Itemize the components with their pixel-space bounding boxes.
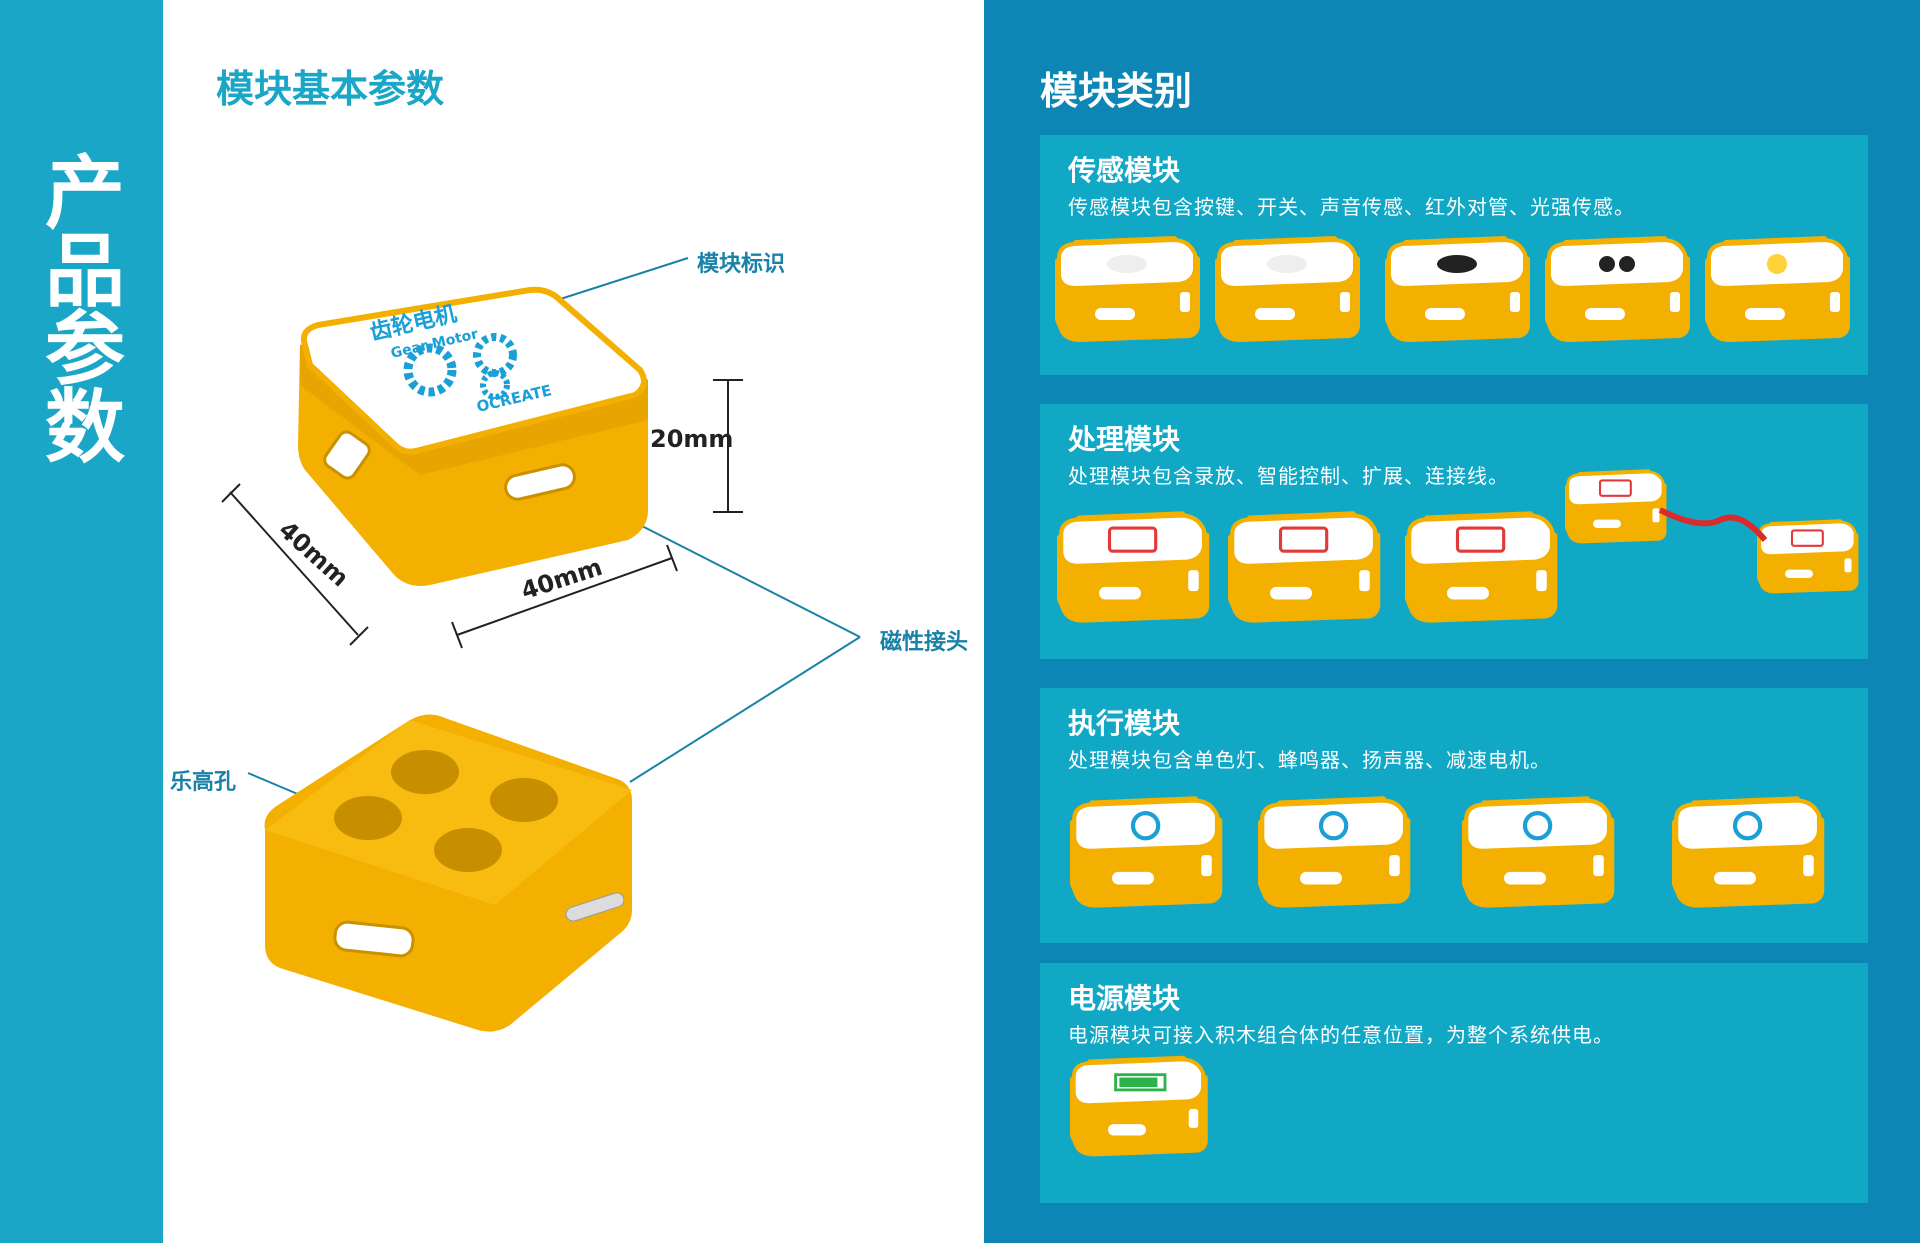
module-thumbnail (1462, 796, 1615, 908)
module-thumbnail (1545, 236, 1690, 342)
section-title: 传感模块 (1068, 154, 1181, 187)
module-thumbnail (1705, 236, 1850, 342)
module-thumbnail (1405, 511, 1558, 623)
module-thumbnail (1070, 796, 1223, 908)
section-description: 处理模块包含单色灯、蜂鸣器、扬声器、减速电机。 (1068, 748, 1551, 772)
categories-heading: 模块类别 (1040, 69, 1193, 113)
module-bottom-view (264, 714, 632, 1032)
shaft (565, 892, 625, 922)
gear-icon (480, 370, 510, 400)
label-magnetic-connector: 磁性接头 (880, 630, 969, 655)
module-thumbnail (1757, 519, 1859, 594)
section-description: 处理模块包含录放、智能控制、扩展、连接线。 (1068, 464, 1509, 488)
connector-slot (504, 463, 576, 501)
module-top-view: 齿轮电机 Gear Motor OCREATE (298, 286, 648, 586)
parameters-heading: 模块基本参数 (216, 67, 445, 111)
module-thumbnail (1057, 511, 1210, 623)
section-title: 电源模块 (1068, 982, 1181, 1015)
label-lego-hole: 乐高孔 (170, 770, 237, 795)
dimension-lines (221, 379, 743, 649)
dimension-height: 20mm (650, 425, 734, 453)
module-thumbnail (1385, 236, 1530, 342)
connector-cable (1658, 507, 1768, 542)
section-description: 电源模块可接入积木组合体的任意位置，为整个系统供电。 (1068, 1023, 1614, 1047)
lego-hole (334, 796, 402, 840)
parameters-panel (163, 0, 984, 1243)
module-thumbnail (1565, 469, 1667, 544)
lego-hole (490, 778, 558, 822)
side-title: 产品参数 (45, 147, 125, 474)
module-thumbnail (1672, 796, 1825, 908)
module-thumbnail (1055, 236, 1200, 342)
module-thumbnail (1215, 236, 1360, 342)
callout-line-lego (247, 772, 301, 796)
module-face (300, 286, 647, 455)
section-description: 传感模块包含按键、开关、声音传感、红外对管、光强传感。 (1068, 195, 1635, 219)
callout-line-magnet-2 (629, 636, 861, 783)
lego-hole (434, 828, 502, 872)
connector-slot (323, 430, 371, 480)
callout-line-magnet-1 (639, 524, 861, 638)
side-band: 产品参数 (0, 0, 163, 1243)
module-thumbnail (1258, 796, 1411, 908)
module-thumbnail (1228, 511, 1381, 623)
gear-icon (403, 343, 457, 397)
connector-slot (333, 920, 415, 958)
section-title: 执行模块 (1068, 707, 1181, 740)
lego-hole (391, 750, 459, 794)
section-title: 处理模块 (1068, 423, 1181, 456)
module-thumbnail (1070, 1055, 1208, 1157)
label-module-mark: 模块标识 (697, 252, 786, 277)
callout-line-mark (547, 257, 689, 304)
